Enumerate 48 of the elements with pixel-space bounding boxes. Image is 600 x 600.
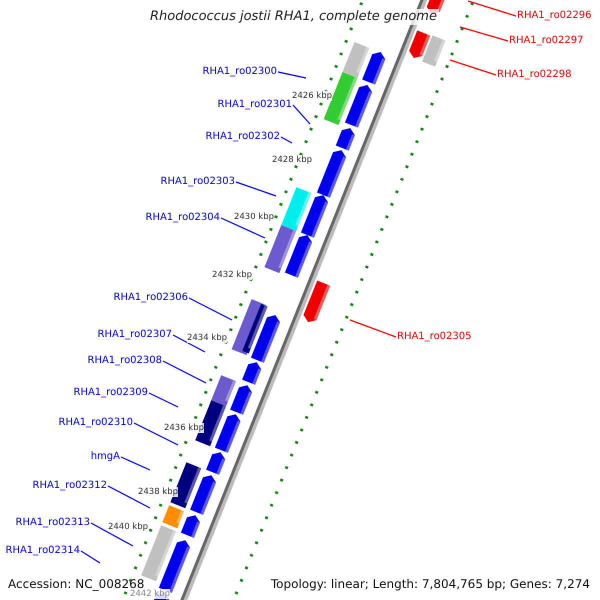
- scale-label: 2426 kbp: [292, 91, 332, 101]
- scale-label: 2428 kbp: [272, 155, 312, 165]
- leader-line: [292, 104, 310, 124]
- gene-label: hmgA: [90, 451, 120, 463]
- gene-label: RHA1_ro02312: [32, 480, 107, 492]
- gene-label: RHA1_ro02300: [202, 66, 277, 78]
- gene-label: RHA1_ro02309: [74, 387, 148, 399]
- scale-label: 2430 kbp: [234, 212, 274, 222]
- leader-line: [460, 26, 508, 42]
- leader-line: [172, 334, 206, 353]
- gene-label: RHA1_ro02306: [114, 292, 188, 304]
- leader-line: [120, 456, 150, 471]
- scale-label: 2442 kbp: [130, 589, 170, 599]
- gene-label: RHA1_ro02307: [98, 329, 172, 341]
- title: Rhodococcus jostii RHA1, complete genome: [148, 9, 439, 25]
- scale-label: 2438 kbp: [138, 487, 178, 497]
- leader-line: [236, 181, 276, 197]
- gene-label: RHA1_ro02303: [160, 176, 235, 188]
- leader-line: [188, 297, 232, 321]
- leader-line: [468, 0, 516, 17]
- leader-line: [148, 392, 178, 408]
- genome-summary: Topology: linear; Length: 7,804,765 bp; Genes: 7,274: [270, 577, 590, 591]
- gene-label: RHA1_ro02298: [497, 69, 572, 81]
- leader-line: [80, 550, 100, 564]
- scale-label: 2432 kbp: [212, 270, 252, 280]
- leader-line: [450, 59, 496, 76]
- gene-label: RHA1_ro02308: [88, 355, 162, 367]
- scale-label: 2440 kbp: [108, 522, 148, 532]
- gene-label: RHA1_ro02314: [6, 545, 80, 557]
- leader-line: [162, 360, 206, 384]
- gene-label: RHA1_ro02305: [397, 331, 472, 343]
- accession-label: Accession: NC_008268: [8, 577, 144, 591]
- leader-line: [220, 217, 266, 239]
- leader-line: [108, 485, 150, 509]
- gene-label: RHA1_ro02313: [16, 517, 90, 529]
- gene-label: RHA1_ro02310: [58, 417, 133, 429]
- leader-line: [90, 522, 134, 547]
- gene-label: RHA1_ro02304: [146, 212, 220, 224]
- leader-line: [280, 136, 292, 144]
- scale-label: 2436 kbp: [164, 423, 204, 433]
- leader-line: [350, 319, 396, 338]
- gene-label: RHA1_ro02296: [517, 10, 592, 22]
- gene-label: RHA1_ro02297: [509, 35, 584, 47]
- leader-line: [278, 71, 306, 79]
- gene-label: RHA1_ro02301: [218, 99, 292, 111]
- leader-line: [134, 422, 178, 446]
- scale-label: 2434 kbp: [186, 333, 228, 343]
- gene-label: RHA1_ro02302: [206, 131, 280, 143]
